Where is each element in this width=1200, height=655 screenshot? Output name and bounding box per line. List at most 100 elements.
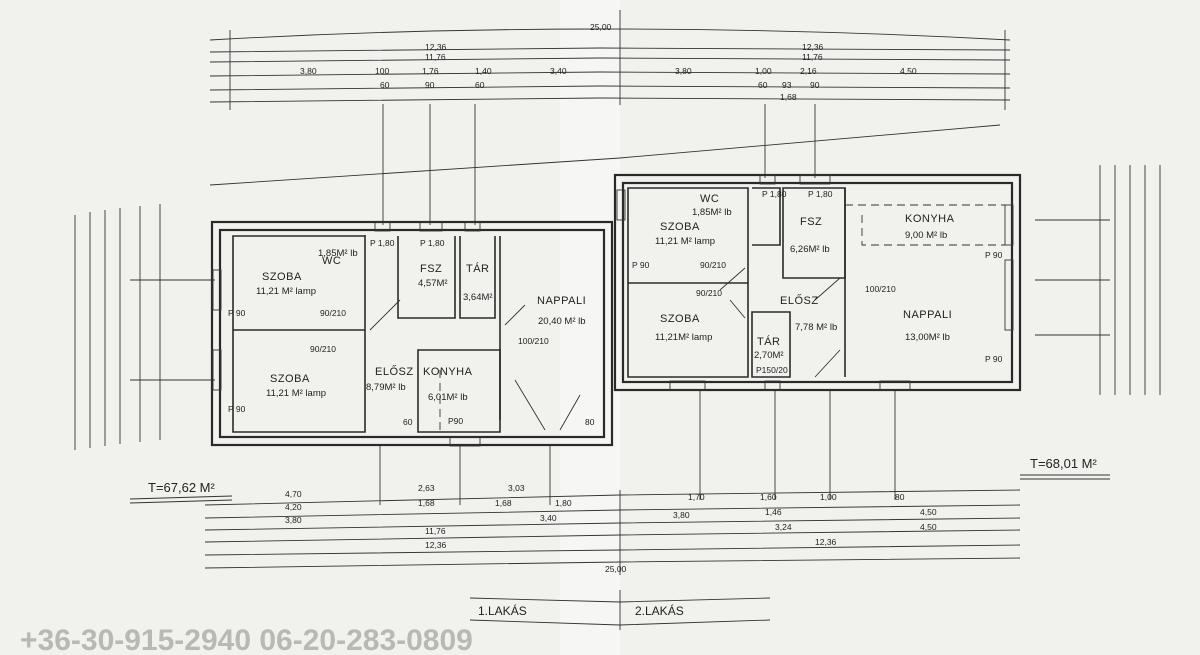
opening-label: 100/210 xyxy=(865,284,896,294)
opening-label: 60 xyxy=(403,417,413,427)
dim-label: 3,40 xyxy=(540,513,557,523)
dim-label: 4,50 xyxy=(920,522,937,532)
room-area: 13,00M² lb xyxy=(905,332,950,343)
dim-label: 3,24 xyxy=(775,522,792,532)
opening-label: 90/210 xyxy=(700,260,726,270)
room-area: 1,85M² lb xyxy=(318,248,358,259)
opening-label: 100/210 xyxy=(518,336,549,346)
dim-label: 4,50 xyxy=(920,507,937,517)
dim-label: 1,68 xyxy=(418,498,435,508)
side-dimension-lines xyxy=(74,165,1161,450)
dim-overall-top: 25,00 xyxy=(590,22,612,32)
dim-label: 11,76 xyxy=(425,52,446,62)
unit-1-label: 1.LAKÁS xyxy=(478,603,527,618)
dim-label: 60 xyxy=(380,80,390,90)
dim-label: 1,46 xyxy=(765,507,782,517)
room-area: 11,21M² lamp xyxy=(655,332,712,343)
opening-label: P 1,80 xyxy=(370,238,395,248)
opening-label: P 1,80 xyxy=(808,189,833,199)
room-name: SZOBA xyxy=(270,373,310,385)
dim-label: 1,68 xyxy=(780,92,797,102)
opening-label: P150/20 xyxy=(756,365,788,375)
room-name: WC xyxy=(700,193,719,205)
dim-label: 3,03 xyxy=(508,483,525,493)
dim-label: 1,40 xyxy=(475,66,492,76)
room-name: NAPPALI xyxy=(903,309,952,321)
opening-label: P 90 xyxy=(985,354,1003,364)
dim-label: 60 xyxy=(758,80,768,90)
dim-label: 11,76 xyxy=(802,52,823,62)
room-name: FSZ xyxy=(420,263,442,275)
dim-label: 4,20 xyxy=(285,502,302,512)
dim-label: 12,36 xyxy=(425,540,447,550)
dim-label: 93 xyxy=(782,80,792,90)
room-area: 20,40 M² lb xyxy=(538,316,586,327)
room-area: 6,26M² lb xyxy=(790,244,830,255)
dim-label: 3,80 xyxy=(675,66,692,76)
room-area: 11,21 M² lamp xyxy=(655,236,715,247)
unit-2-plan xyxy=(613,173,1022,392)
opening-label: P 90 xyxy=(228,308,246,318)
unit-2-label: 2.LAKÁS xyxy=(635,603,684,618)
dim-label: 60 xyxy=(475,80,485,90)
dim-label: 1,80 xyxy=(555,498,572,508)
room-area: 1,85M² lb xyxy=(692,207,732,218)
dim-label: 12,36 xyxy=(802,42,824,52)
opening-label: P 1,80 xyxy=(420,238,445,248)
dim-label: 100 xyxy=(375,66,389,76)
opening-label: 90/210 xyxy=(320,308,346,318)
dim-label: 3,40 xyxy=(550,66,567,76)
dim-label: 2,16 xyxy=(800,66,817,76)
dim-label: 4,70 xyxy=(285,489,302,499)
room-area: 3,64M² xyxy=(463,292,493,303)
room-name: TÁR xyxy=(466,262,490,275)
opening-label: P 90 xyxy=(985,250,1003,260)
dim-label: 90 xyxy=(810,80,820,90)
dim-label: 80 xyxy=(895,492,905,502)
bottom-dimension-lines xyxy=(204,489,1021,575)
leader-lines xyxy=(130,104,1110,505)
room-area: 4,57M² xyxy=(418,278,448,289)
dim-label: 1,00 xyxy=(820,492,837,502)
dim-label: 3,80 xyxy=(300,66,317,76)
dim-label: 90 xyxy=(425,80,435,90)
opening-label: P 90 xyxy=(228,404,246,414)
opening-label: 90/210 xyxy=(696,288,722,298)
room-name: SZOBA xyxy=(660,313,700,325)
room-name: SZOBA xyxy=(262,271,302,283)
room-area: 11,21 M² lamp xyxy=(266,388,326,399)
room-area: 11,21 M² lamp xyxy=(256,286,316,297)
unit-1-plan xyxy=(210,220,614,447)
dim-label: 1,60 xyxy=(760,492,777,502)
paper-fold xyxy=(560,0,620,655)
opening-label: P90 xyxy=(448,416,463,426)
room-area: 8,79M² lb xyxy=(366,382,406,393)
dim-overall-bottom: 25,00 xyxy=(605,564,627,574)
room-name: WC xyxy=(322,255,341,267)
dim-label: 1,76 xyxy=(422,66,439,76)
opening-label: 80 xyxy=(585,417,595,427)
room-area: 7,78 M² lb xyxy=(795,322,837,333)
dim-label: 3,80 xyxy=(285,515,302,525)
phone-watermark: +36-30-915-2940 06-20-283-0809 xyxy=(20,624,473,655)
opening-label: P 1,80 xyxy=(762,189,787,199)
dim-label: 2,63 xyxy=(418,483,435,493)
dim-label: 4,50 xyxy=(900,66,917,76)
room-name: ELŐSZ xyxy=(375,364,414,378)
room-area: 2,70M² xyxy=(754,350,784,361)
opening-label: 90/210 xyxy=(310,344,336,354)
opening-label: P 90 xyxy=(632,260,650,270)
dim-label: 1,68 xyxy=(495,498,512,508)
room-name: TÁR xyxy=(757,335,781,348)
room-name: KONYHA xyxy=(423,366,473,378)
room-area: 9,00 M² lb xyxy=(905,230,947,241)
room-name: FSZ xyxy=(800,216,822,228)
top-dimension-lines xyxy=(209,10,1011,110)
room-name: SZOBA xyxy=(660,221,700,233)
dim-label: 1,00 xyxy=(755,66,772,76)
dim-label: 12,36 xyxy=(815,537,837,547)
dim-label: 12,36 xyxy=(425,42,447,52)
room-area: 6,01M² lb xyxy=(428,392,468,403)
room-name: KONYHA xyxy=(905,213,955,225)
